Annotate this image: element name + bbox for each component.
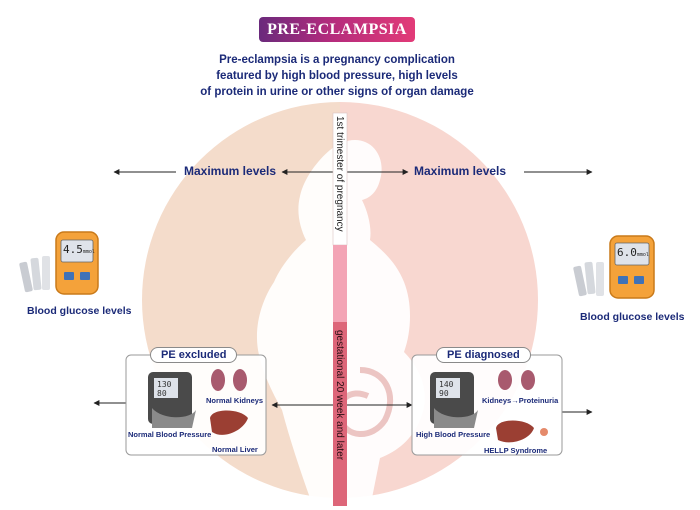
left-kidneys-icon: [211, 369, 247, 391]
left-bp-monitor-icon: [148, 372, 196, 428]
right-bp-diastolic: 90: [439, 389, 449, 398]
left-bp-systolic: 130: [157, 380, 172, 389]
subtitle-line-2: featured by high blood pressure, high le…: [216, 70, 458, 82]
timeline-gestational-label: gestational 20 week and later: [334, 330, 345, 461]
left-glucose-unit: mmol: [82, 249, 95, 255]
pe-excluded-title: PE excluded: [150, 347, 238, 363]
subtitle-line-1: Pre-eclampsia is a pregnancy complicatio…: [219, 54, 455, 66]
normal-kidneys-label: Normal Kidneys: [206, 396, 264, 405]
right-glucose-label: Blood glucose levels: [580, 311, 685, 323]
left-glucose-value: 4.5: [63, 243, 83, 256]
right-bp-monitor-icon: [430, 372, 478, 428]
left-max-levels-label: Maximum levels: [184, 164, 277, 178]
right-liver-icon: [496, 420, 548, 443]
timeline-upper-text: 1st trimester of pregnancy: [334, 116, 345, 232]
right-glucose-meter-icon: [573, 235, 655, 299]
timeline-segment-middle: [333, 245, 347, 322]
subtitle-line-3: of protein in urine or other signs of or…: [200, 86, 474, 98]
right-max-levels-label: Maximum levels: [414, 164, 507, 178]
timeline-segment-gestational: [333, 322, 347, 506]
left-glucose-reading: 4.5mmol: [63, 243, 95, 256]
timeline-bar: [332, 112, 348, 506]
subtitle: Pre-eclampsia is a pregnancy complicatio…: [150, 52, 524, 100]
left-bp-readout: 130 80: [157, 380, 171, 398]
left-bp-diastolic: 80: [157, 389, 167, 398]
right-bp-readout: 140 90: [439, 380, 453, 398]
right-arrow-icon: →: [511, 396, 519, 405]
normal-bp-label: Normal Blood Pressure: [128, 430, 212, 439]
right-kidneys-icon: [498, 370, 535, 390]
pe-diagnosed-title: PE diagnosed: [436, 347, 531, 363]
kidneys-label: Kidneys: [482, 396, 512, 405]
timeline-first-trimester-label: 1st trimester of pregnancy: [334, 116, 345, 232]
left-glucose-meter-icon: [19, 231, 99, 295]
kidneys-proteinuria-label: Kidneys→Proteinuria: [482, 396, 558, 405]
proteinuria-label: Proteinuria: [518, 396, 559, 405]
right-glucose-value: 6.0: [617, 246, 637, 259]
left-glucose-label: Blood glucose levels: [27, 305, 132, 317]
hellp-syndrome-label: HELLP Syndrome: [484, 446, 548, 455]
pe-excluded-box: [125, 354, 267, 456]
right-glucose-unit: mmol: [636, 252, 649, 258]
right-bp-systolic: 140: [439, 380, 454, 389]
left-liver-icon: [210, 410, 248, 435]
high-bp-label: High Blood Pressure: [416, 430, 491, 439]
normal-liver-label: Normal Liver: [212, 445, 258, 454]
page-title: PRE-ECLAMPSIA: [259, 17, 415, 42]
right-glucose-reading: 6.0mmol: [617, 246, 649, 259]
